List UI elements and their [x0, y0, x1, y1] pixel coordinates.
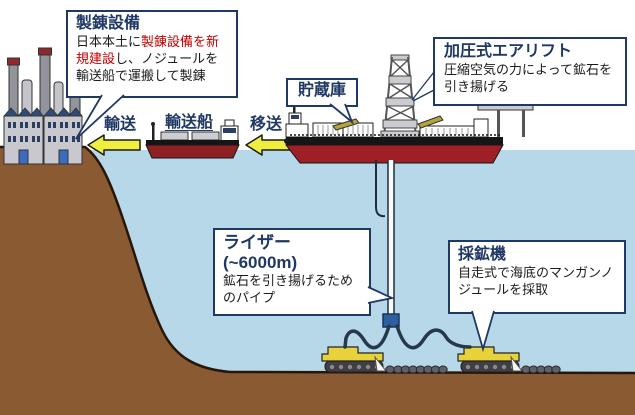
- callout-body: 日本本土に製錬設備を新規建設し、ノジュールを輸送船で運搬して製錬: [76, 34, 220, 84]
- label-transport-ship: 輸送船: [165, 114, 214, 131]
- collector-nozzle: [510, 355, 524, 372]
- callout-mining-machine: 採鉱機 自走式で海底のマンガンノジュールを採取: [448, 240, 626, 314]
- callout-title: 加圧式エアリフト: [444, 43, 573, 60]
- manganese-nodules: [385, 365, 561, 374]
- callout-title: ライザー: [223, 233, 291, 252]
- callout-airlift: 加圧式エアリフト 圧縮空気の力によって鉱石を引き揚げる: [433, 37, 627, 106]
- mining-vessel-illustration: [284, 54, 534, 164]
- seafloor-and-coast: [0, 145, 635, 415]
- callout-riser: ライザー (~6000m) 鉱石を引き揚げるためのパイプ: [213, 228, 371, 316]
- transport-ship-illustration: [145, 119, 240, 159]
- callout-body: 自走式で海底のマンガンノジュールを採取: [458, 265, 614, 298]
- callout-title: 採鉱機: [458, 246, 507, 263]
- callout-smelting-facility: 製錬設備 日本本土に製錬設備を新規建設し、ノジュールを輸送船で運搬して製錬: [66, 10, 238, 98]
- callout-body: 鉱石を引き揚げるためのパイプ: [223, 273, 354, 305]
- label-transfer: 移送: [250, 116, 283, 133]
- callout-depth: (~6000m): [223, 252, 298, 272]
- label-transport: 輸送: [104, 116, 137, 133]
- callout-body: 圧縮空気の力によって鉱石を引き揚げる: [444, 62, 612, 95]
- collector-nozzle: [374, 355, 388, 372]
- mining-machine: [321, 346, 388, 373]
- highlighted-text: 製錬設備を新規建設: [76, 34, 220, 67]
- callout-title: 製錬設備: [76, 15, 141, 32]
- derrick-tower: [380, 54, 420, 138]
- guide-wire: [375, 160, 386, 218]
- riser-connector: [382, 313, 400, 328]
- callout-title: 貯蔵庫: [297, 82, 346, 99]
- collector-hoses: [343, 324, 472, 350]
- callout-storage: 貯蔵庫: [286, 78, 358, 107]
- deck-crane-icon: [417, 115, 444, 129]
